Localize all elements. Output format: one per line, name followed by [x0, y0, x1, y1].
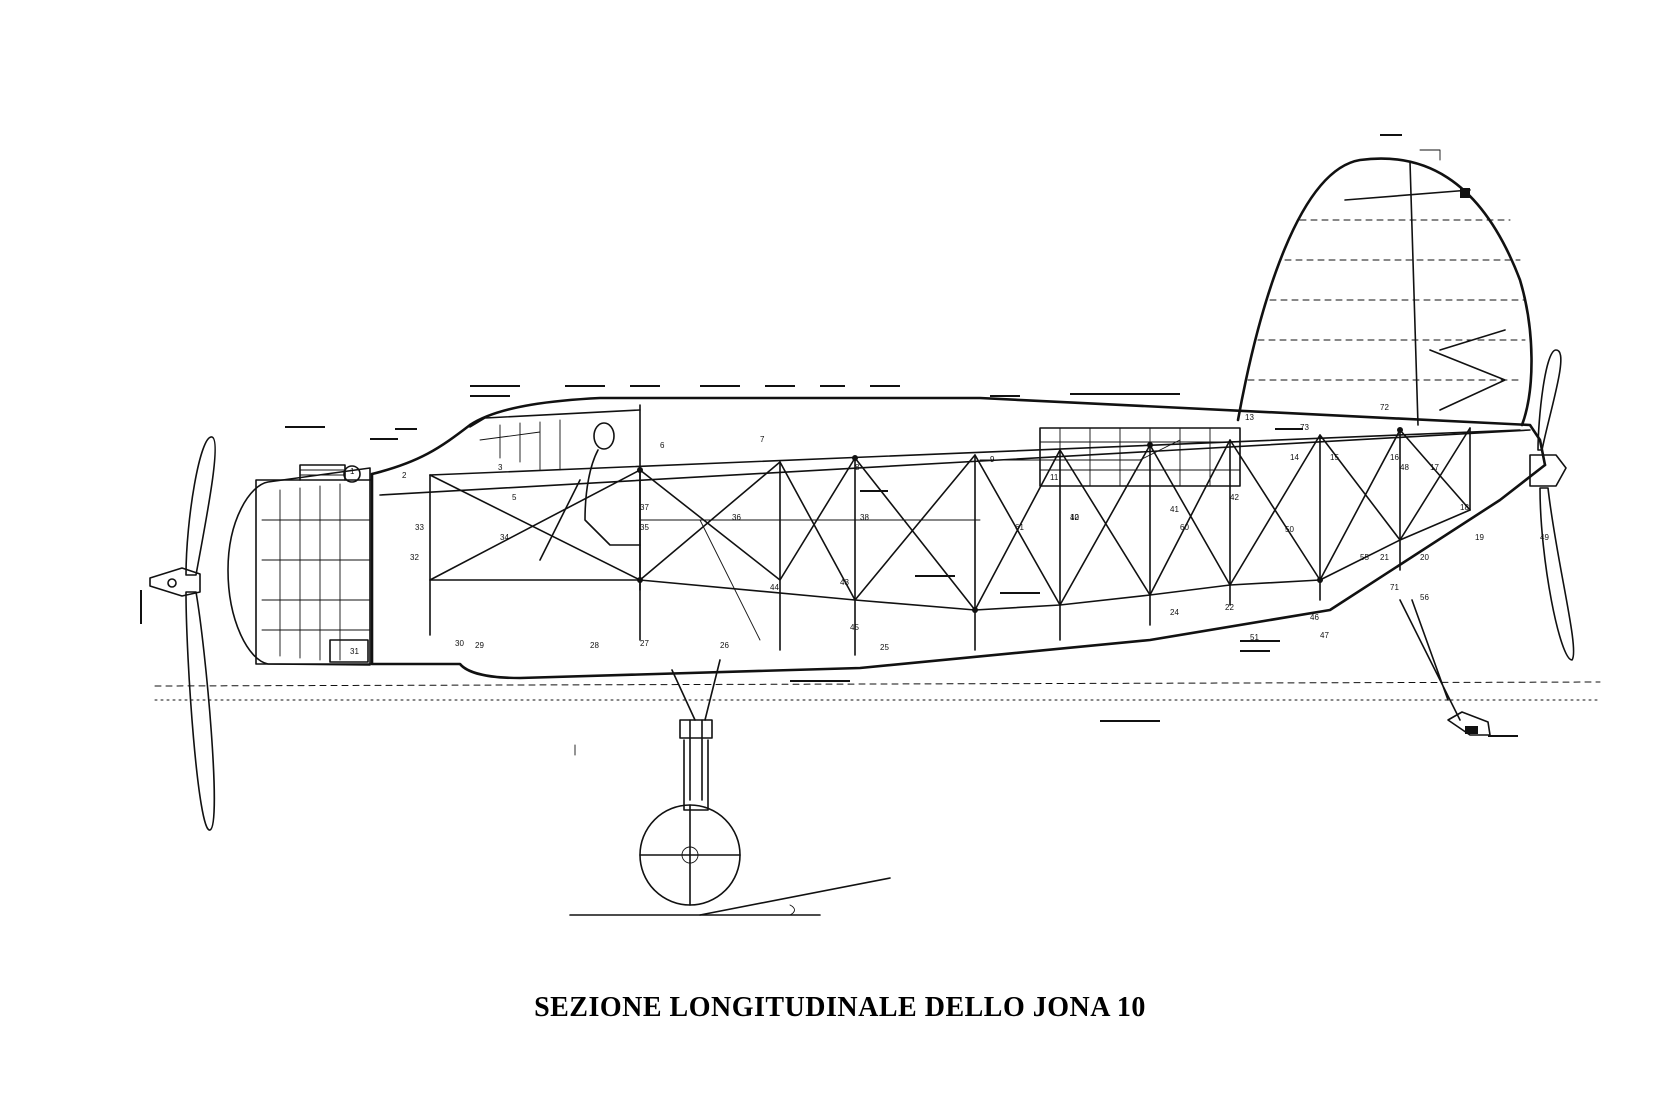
- part-number-label: 16: [1390, 453, 1399, 462]
- part-number-label: 42: [1230, 493, 1239, 502]
- part-number-label: 7: [760, 435, 765, 444]
- part-number-label: 36: [732, 513, 741, 522]
- part-number-label: 33: [415, 523, 424, 532]
- drawing-caption: SEZIONE LONGITUDINALE DELLO JONA 10: [534, 992, 1146, 1023]
- part-number-label: 41: [1170, 505, 1179, 514]
- part-number-label: 60: [1180, 523, 1189, 532]
- part-number-label: 26: [720, 641, 729, 650]
- front-propeller: [149, 436, 216, 831]
- part-number-label: 45: [850, 623, 859, 632]
- part-number-label: 13: [1245, 413, 1254, 422]
- cockpit-canopy: [469, 404, 641, 591]
- radial-engine: [227, 464, 373, 666]
- rear-propeller: [1529, 349, 1575, 661]
- part-number-label: 30: [455, 639, 464, 648]
- part-number-label: 3: [498, 463, 503, 472]
- part-number-label: 29: [475, 641, 484, 650]
- part-number-label: 48: [1400, 463, 1409, 472]
- part-number-label: 17: [1430, 463, 1439, 472]
- part-number-label: 32: [410, 553, 419, 562]
- part-number-label: 61: [1015, 523, 1024, 532]
- part-number-label: 5: [512, 493, 517, 502]
- part-number-label: 51: [1250, 633, 1259, 642]
- part-number-label: 8: [855, 463, 860, 472]
- part-number-label: 71: [1390, 583, 1399, 592]
- part-number-label: 6: [660, 441, 665, 450]
- part-number-label: 31: [350, 647, 359, 656]
- part-number-label: 38: [860, 513, 869, 522]
- part-number-label: 14: [1290, 453, 1299, 462]
- part-number-label: 24: [1170, 608, 1179, 617]
- main-landing-gear: [639, 659, 741, 906]
- part-number-label: 25: [880, 643, 889, 652]
- vertical-fin: [1236, 149, 1533, 427]
- part-number-label: 72: [1380, 403, 1389, 412]
- tail-skid: [1399, 599, 1491, 736]
- part-number-label: 73: [1300, 423, 1309, 432]
- fuselage-outline: [370, 396, 1547, 680]
- part-number-label: 21: [1380, 553, 1389, 562]
- part-number-label: 2: [402, 471, 407, 480]
- part-number-label: 47: [1320, 631, 1329, 640]
- part-number-label: 34: [500, 533, 509, 542]
- part-number-label: 12: [1070, 513, 1079, 522]
- part-number-label: 1: [350, 467, 355, 476]
- rear-engine-block: [1039, 427, 1241, 487]
- part-number-label: 49: [1540, 533, 1549, 542]
- part-number-label: 20: [1420, 553, 1429, 562]
- part-number-label: 19: [1475, 533, 1484, 542]
- part-number-label: 28: [590, 641, 599, 650]
- part-number-label: 18: [1460, 503, 1469, 512]
- part-number-label: 37: [640, 503, 649, 512]
- part-number-label: 55: [1360, 553, 1369, 562]
- part-number-label: 43: [840, 578, 849, 587]
- part-number-label: 11: [1050, 473, 1059, 482]
- part-number-label: 46: [1310, 613, 1319, 622]
- part-number-label: 9: [990, 455, 995, 464]
- part-number-label: 27: [640, 639, 649, 648]
- annotation-labels: [140, 134, 1518, 737]
- fuselage-truss: [429, 427, 1521, 656]
- part-number-label: 50: [1285, 525, 1294, 534]
- part-number-label: 22: [1225, 603, 1234, 612]
- part-number-label: 44: [770, 583, 779, 592]
- part-number-label: 40: [1070, 513, 1079, 522]
- part-number-label: 15: [1330, 453, 1339, 462]
- ground-reference-lines: [154, 681, 1601, 916]
- part-number-label: 35: [640, 523, 649, 532]
- part-number-label: 56: [1420, 593, 1429, 602]
